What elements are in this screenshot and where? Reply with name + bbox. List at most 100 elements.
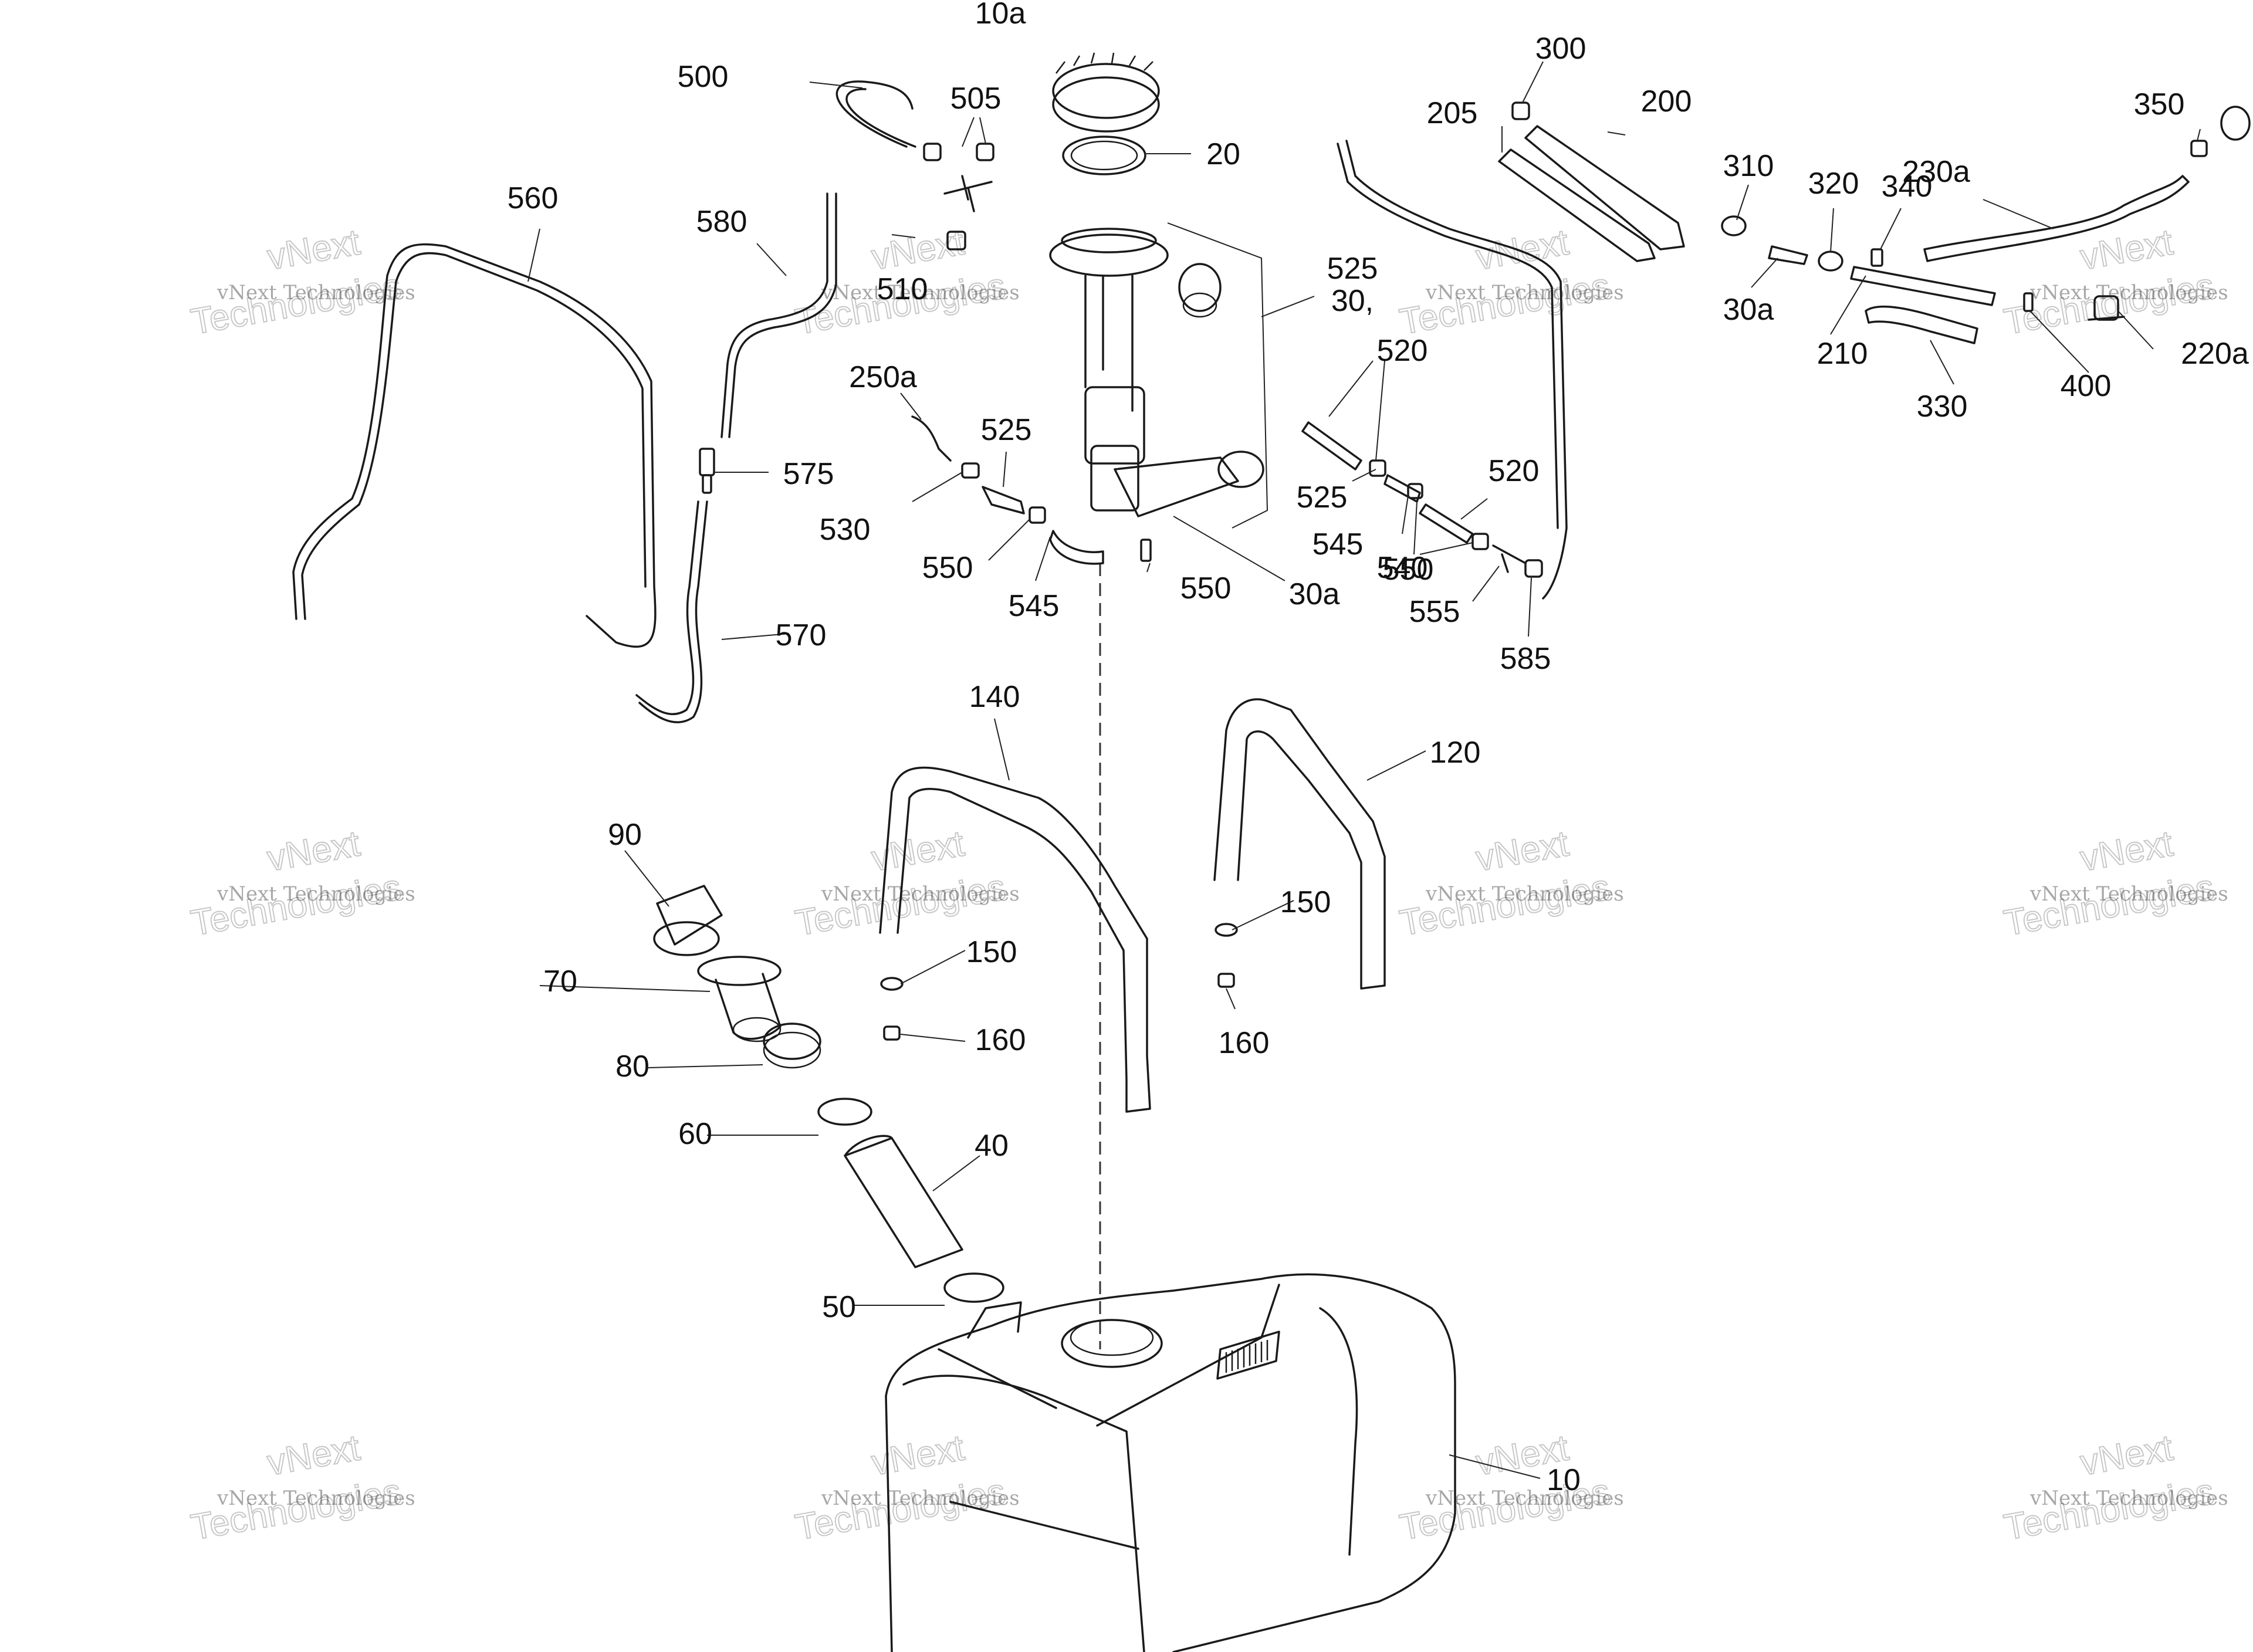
- watermark-text-vnext: vNext: [2077, 1427, 2176, 1483]
- clamp-320: [1818, 250, 1843, 272]
- clamp-550-right2: [1471, 533, 1489, 550]
- fitting-210: [1768, 245, 1808, 265]
- vent-line-570: [635, 500, 708, 723]
- nut-160-left: [883, 1025, 901, 1041]
- callout-c30a2: 30a: [1289, 577, 1340, 611]
- callout-c50: 50: [822, 1290, 856, 1324]
- callout-c555: 555: [1409, 595, 1460, 629]
- callout-c150a: 150: [1280, 885, 1331, 919]
- tee-fitting-510: [943, 175, 993, 212]
- watermark-text-technologies: Technologies: [2001, 867, 2217, 944]
- clamp-300: [1511, 101, 1530, 120]
- connector-575: [699, 448, 715, 494]
- callout-c160b: 160: [1219, 1026, 1270, 1060]
- callout-c545b: 545: [1009, 589, 1060, 623]
- clip-340: [1870, 248, 1883, 267]
- lock-ring-10a: [1052, 52, 1160, 133]
- hose-520-right: [1301, 421, 1362, 470]
- watermark-text-vnext-technologies: vNext Technologies: [1425, 1487, 1624, 1510]
- callout-c300: 300: [1535, 32, 1586, 66]
- hose-545-right: [1419, 503, 1474, 544]
- watermark-text-vnext-technologies: vNext Technologies: [216, 1487, 415, 1510]
- callout-c525a: 525: [1327, 252, 1378, 286]
- watermark-text-technologies: Technologies: [1396, 266, 1612, 343]
- callout-c320: 320: [1808, 167, 1859, 201]
- clamp-60: [817, 1098, 872, 1126]
- watermark-text-technologies: Technologies: [1396, 867, 1612, 944]
- callout-c340: 340: [1882, 170, 1933, 204]
- callout-c200: 200: [1641, 84, 1692, 119]
- watermark-text-vnext-technologies: vNext Technologies: [216, 882, 415, 906]
- watermark-text-vnext-technologies: vNext Technologies: [821, 882, 1020, 906]
- hose-200: [1498, 125, 1685, 262]
- clamp-50: [943, 1272, 1004, 1303]
- callout-c20: 20: [1206, 137, 1240, 171]
- clip-550-center: [1140, 539, 1152, 562]
- callout-c230a: 230a: [1902, 155, 1970, 189]
- callout-c550a: 550: [1383, 553, 1434, 587]
- pump-seal-20: [1062, 136, 1146, 175]
- callout-c220a: 220a: [2181, 337, 2249, 371]
- callout-c525c: 525: [1297, 480, 1348, 514]
- callout-c120: 120: [1430, 736, 1481, 770]
- barcode-label: [1216, 1331, 1280, 1380]
- fuel-pump-module-30: [1049, 228, 1264, 517]
- callout-c10: 10: [1547, 1463, 1581, 1497]
- clamp-550-right: [1407, 483, 1423, 499]
- tee-555: [1492, 544, 1527, 573]
- callout-c310: 310: [1723, 149, 1774, 183]
- callout-c350: 350: [2134, 87, 2185, 121]
- callout-c400: 400: [2061, 369, 2112, 403]
- vent-line-560: [292, 243, 657, 648]
- fuel-cap-90: [653, 885, 723, 956]
- callout-c520a: 520: [1377, 334, 1428, 368]
- watermark-text-vnext-technologies: vNext Technologies: [2029, 281, 2228, 304]
- watermark-text-vnext-technologies: vNext Technologies: [1425, 882, 1624, 906]
- clamp-525-left: [961, 462, 980, 479]
- hose-205: [1337, 140, 1568, 600]
- filler-neck-70: [697, 956, 782, 1042]
- callout-c550b: 550: [922, 551, 973, 585]
- watermark-text-vnext: vNext: [2077, 222, 2176, 277]
- callout-c10a: 10a: [975, 0, 1026, 31]
- washer-150-left: [880, 977, 904, 991]
- watermark-text-vnext-technologies: vNext Technologies: [821, 281, 1020, 304]
- valve-400: [2088, 295, 2125, 321]
- watermark-text-vnext: vNext: [264, 222, 363, 277]
- bracket-30: [1167, 222, 1268, 529]
- clamp-585: [1524, 559, 1543, 578]
- callout-c330: 330: [1917, 390, 1968, 424]
- callout-c205: 205: [1427, 96, 1478, 130]
- watermark-text-technologies: Technologies: [188, 867, 404, 944]
- filler-hose-40: [844, 1135, 963, 1268]
- hose-545-left: [1049, 530, 1104, 565]
- cap-350: [2220, 106, 2251, 141]
- watermark-text-technologies: Technologies: [792, 1471, 1008, 1548]
- watermark-text-vnext-technologies: vNext Technologies: [1425, 281, 1624, 304]
- callout-c525b: 525: [981, 413, 1032, 447]
- callout-c30a1: 30a: [1723, 293, 1774, 327]
- clip-330: [2023, 292, 2034, 312]
- callout-c580: 580: [696, 205, 747, 239]
- callout-c560: 560: [508, 181, 559, 215]
- watermark-text-vnext-technologies: vNext Technologies: [2029, 882, 2228, 906]
- clamp-525-right: [1369, 459, 1386, 477]
- callout-c510: 510: [877, 272, 928, 306]
- callout-c60: 60: [678, 1117, 712, 1151]
- clamp-550-left: [1029, 506, 1046, 524]
- watermark-text-technologies: Technologies: [188, 1471, 404, 1548]
- callout-c520b: 520: [1489, 454, 1540, 488]
- clamp-310: [1721, 215, 1747, 236]
- watermark-text-vnext-technologies: vNext Technologies: [2029, 1487, 2228, 1510]
- watermark-text-technologies: Technologies: [2001, 1471, 2217, 1548]
